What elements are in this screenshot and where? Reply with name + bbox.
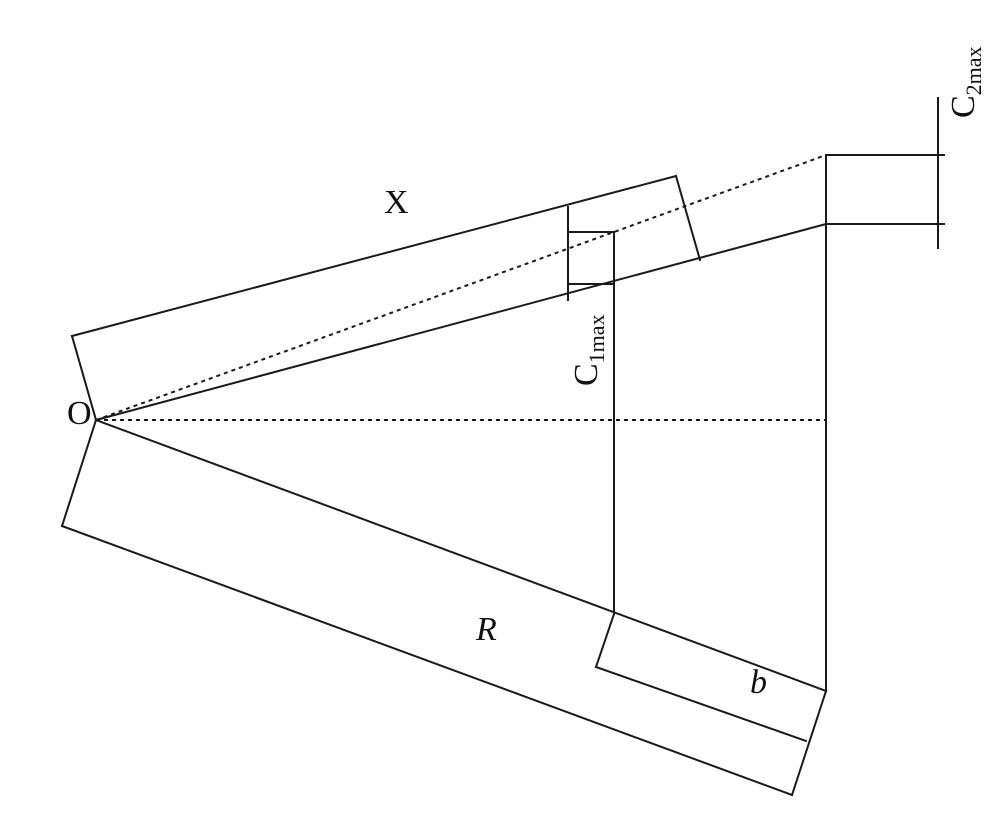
outer-tip-dashed-line [95, 154, 827, 421]
r-dimension-line [60, 524, 794, 797]
x-dimension [70, 174, 702, 422]
r-extension-right [790, 689, 828, 797]
c1-max-label-subscript: 1max [584, 314, 609, 363]
c2-dimension [825, 97, 945, 249]
b-extension-left [594, 612, 616, 669]
b-dimension-label: b [750, 664, 767, 701]
c1-max-label-base: C [568, 363, 605, 386]
b-dimension [594, 612, 808, 743]
x-extension-left [70, 334, 98, 422]
b-dimension-line [594, 665, 808, 743]
x-dimension-line [70, 174, 678, 338]
origin-label: O [67, 395, 92, 432]
r-dimension-label: R [475, 611, 497, 648]
cone-outline [94, 154, 828, 693]
x-dimension-label: X [384, 184, 409, 221]
lower-cone-line [94, 418, 828, 693]
r-dimension [60, 418, 828, 797]
c2-max-label-subscript: 2max [961, 46, 986, 95]
c1-max-label: C1max [568, 314, 609, 386]
upper-pitch-line [94, 222, 828, 422]
c2-max-label-base: C [945, 95, 982, 118]
c2-max-label: C2max [945, 46, 986, 118]
x-extension-right [674, 174, 702, 262]
c1-dimension [567, 206, 615, 301]
r-extension-left [60, 418, 98, 528]
